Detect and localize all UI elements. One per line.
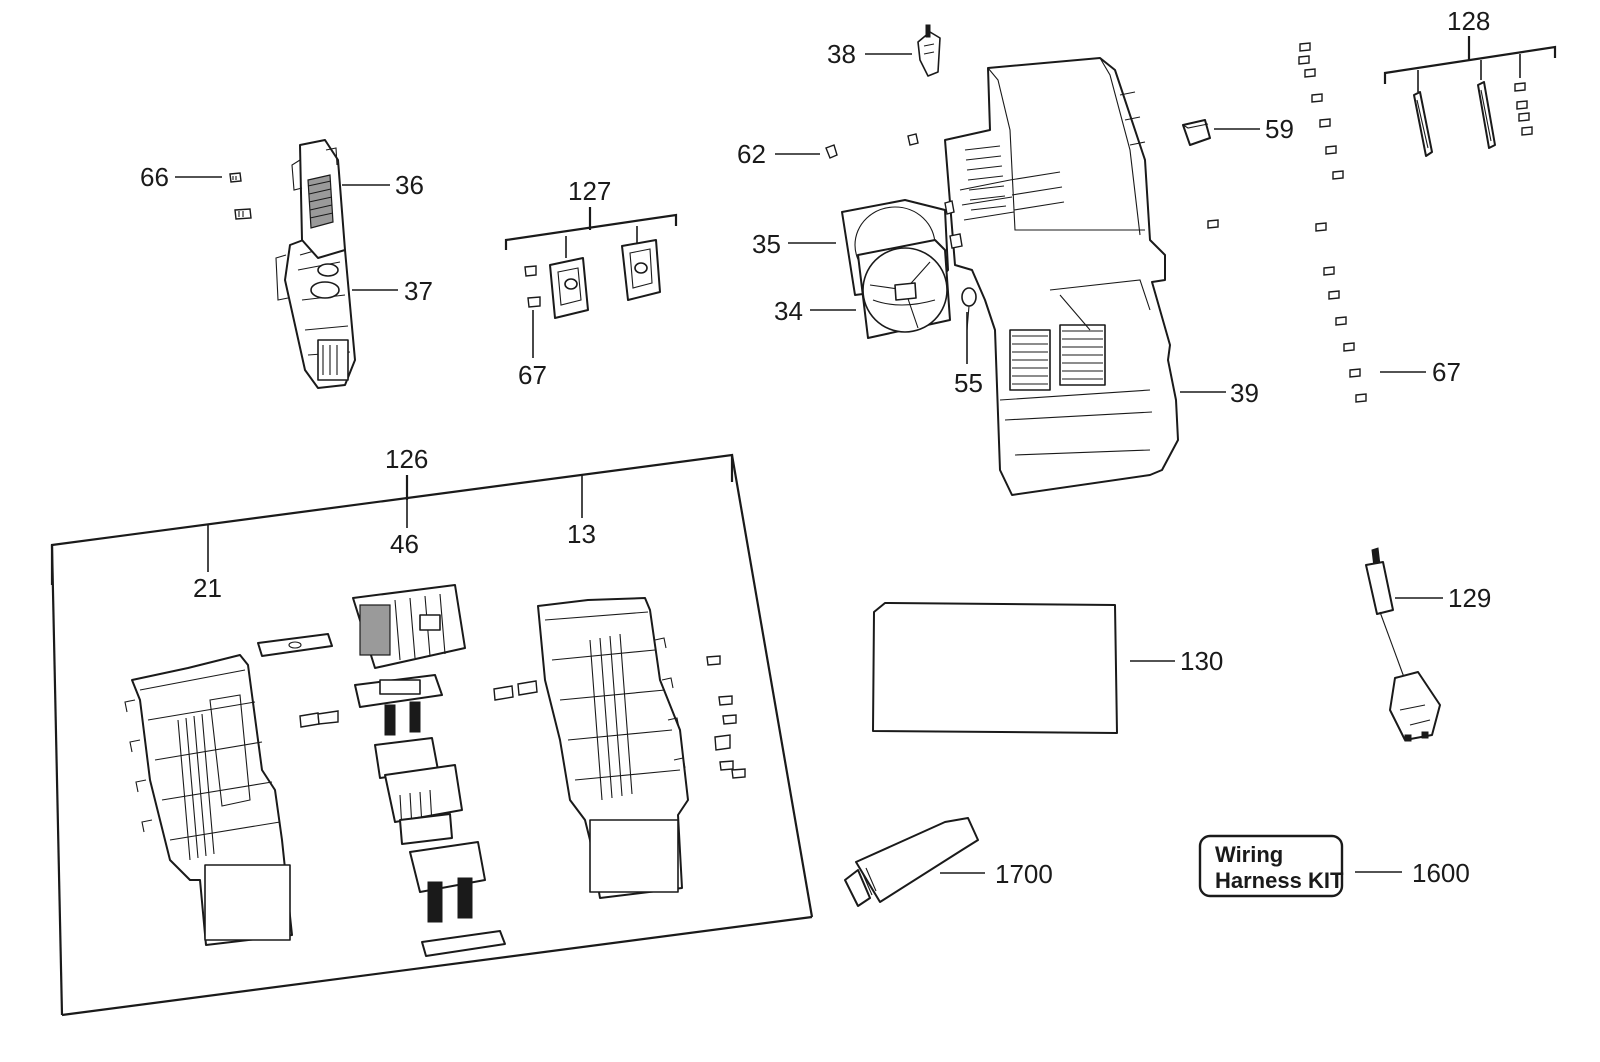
part-62-nut xyxy=(825,133,919,159)
label-1700: 1700 xyxy=(995,859,1053,889)
part-34-fan xyxy=(857,239,951,339)
label-34: 34 xyxy=(774,296,803,326)
part-21-half-shell xyxy=(124,654,293,946)
label-55: 55 xyxy=(954,368,983,398)
label-35: 35 xyxy=(752,229,781,259)
part-67-screw-column xyxy=(1207,42,1367,403)
part-1700-grease-tube xyxy=(844,817,979,907)
kit-screws xyxy=(299,655,746,779)
label-37: 37 xyxy=(404,276,433,306)
part-130-sheet xyxy=(872,602,1118,734)
part-38-terminal xyxy=(917,24,941,77)
housing-vents-lower xyxy=(1009,324,1106,391)
part-59-cap xyxy=(1182,119,1211,146)
grease-tube-icon xyxy=(844,817,979,907)
part-13-half-shell xyxy=(537,597,689,899)
circuit-board-icon xyxy=(359,593,446,661)
part-switch-body xyxy=(374,737,463,845)
part-39-main-housing xyxy=(944,57,1179,496)
label-126: 126 xyxy=(385,444,428,474)
label-46: 46 xyxy=(390,529,419,559)
part-129-power-cord xyxy=(1365,547,1441,742)
label-67-right: 67 xyxy=(1432,357,1461,387)
part-37-switch-assembly xyxy=(275,229,356,389)
label-21: 21 xyxy=(193,573,222,603)
label-38: 38 xyxy=(827,39,856,69)
label-36: 36 xyxy=(395,170,424,200)
kit-box-line1: Wiring xyxy=(1215,842,1283,867)
label-62: 62 xyxy=(737,139,766,169)
part-55-spring xyxy=(944,200,977,331)
part-66-screws xyxy=(229,172,252,220)
kit-box-line2: Harness KIT xyxy=(1215,868,1344,893)
part-springs-upper xyxy=(384,701,421,736)
part-36-coil-housing xyxy=(291,139,346,259)
part-46-bar xyxy=(257,633,333,657)
part-128-brushes xyxy=(1413,81,1533,157)
label-128: 128 xyxy=(1447,6,1490,36)
fan-icon xyxy=(869,261,936,329)
plug-icon xyxy=(1389,671,1441,742)
part-46-circuit-board xyxy=(352,584,466,669)
label-66: 66 xyxy=(140,162,169,192)
part-127-clips xyxy=(524,239,661,319)
kit-frame-126 xyxy=(50,453,814,1017)
label-130: 130 xyxy=(1180,646,1223,676)
label-129: 129 xyxy=(1448,583,1491,613)
part-brush-holder xyxy=(409,841,506,957)
label-13: 13 xyxy=(567,519,596,549)
label-59: 59 xyxy=(1265,114,1294,144)
label-1600: 1600 xyxy=(1412,858,1470,888)
label-127: 127 xyxy=(568,176,611,206)
bracket-128 xyxy=(1383,36,1557,92)
housing-vents-upper xyxy=(964,145,1007,211)
label-39: 39 xyxy=(1230,378,1259,408)
wiring-harness-kit-box: Wiring Harness KIT xyxy=(1198,834,1344,898)
label-67-left: 67 xyxy=(518,360,547,390)
part-switch-frame xyxy=(354,674,443,708)
